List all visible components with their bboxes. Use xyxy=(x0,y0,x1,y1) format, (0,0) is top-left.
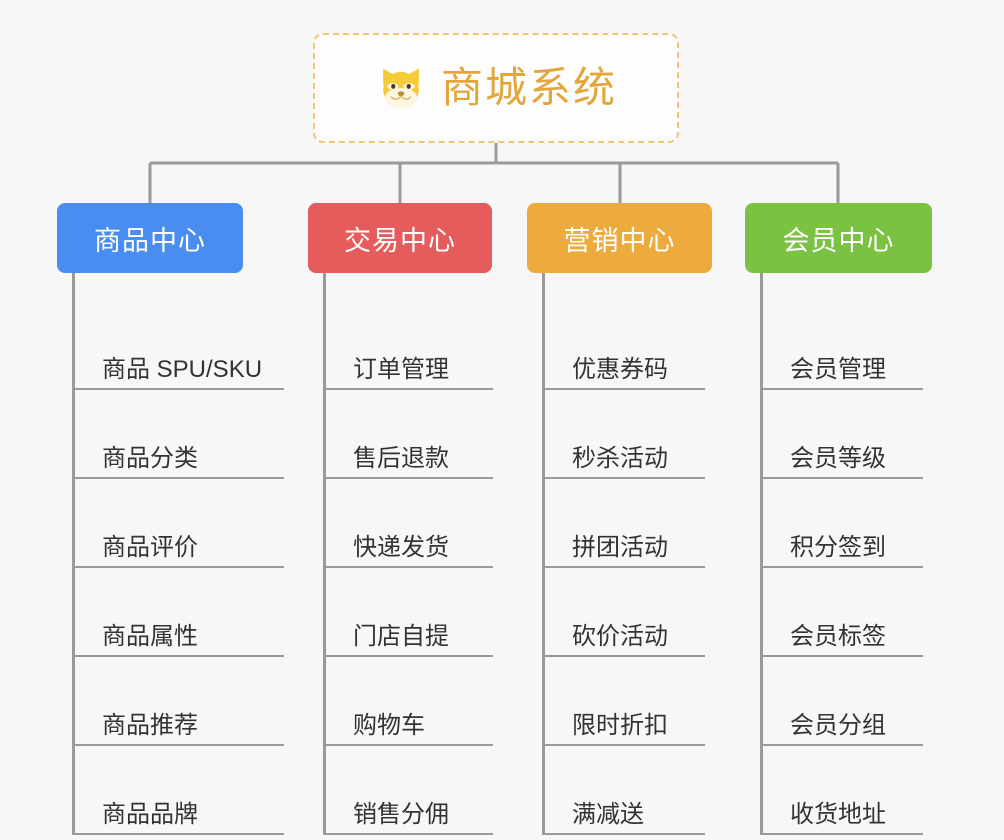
leaf-item[interactable]: 优惠券码 xyxy=(542,301,712,390)
leaf-item[interactable]: 商品属性 xyxy=(72,568,284,657)
branch-column-2: 交易中心订单管理售后退款快递发货门店自提购物车销售分佣 xyxy=(308,203,493,835)
leaf-item[interactable]: 限时折扣 xyxy=(542,657,712,746)
leaf-item[interactable]: 会员标签 xyxy=(760,568,932,657)
leaf-underline xyxy=(72,477,284,479)
branch-header-label: 交易中心 xyxy=(344,225,456,256)
leaf-underline xyxy=(542,744,705,746)
leaf-underline xyxy=(542,655,705,657)
leaf-item[interactable]: 满减送 xyxy=(542,746,712,835)
leaf-underline xyxy=(760,566,923,568)
leaf-item-label: 会员标签 xyxy=(790,623,886,650)
leaf-underline xyxy=(542,833,705,835)
leaf-item-label: 拼团活动 xyxy=(572,534,668,561)
leaf-item[interactable]: 商品评价 xyxy=(72,479,284,568)
leaf-item[interactable]: 购物车 xyxy=(323,657,493,746)
root-title: 商城系统 xyxy=(440,64,617,111)
branch-spine xyxy=(542,273,545,835)
leaf-item-label: 秒杀活动 xyxy=(572,445,668,472)
leaf-item[interactable]: 订单管理 xyxy=(323,301,493,390)
leaf-underline xyxy=(72,655,284,657)
leaf-underline xyxy=(760,833,923,835)
leaf-item[interactable]: 会员分组 xyxy=(760,657,932,746)
leaf-item[interactable]: 快递发货 xyxy=(323,479,493,568)
leaf-item-label: 门店自提 xyxy=(353,623,449,650)
branch-column-1: 商品中心商品 SPU/SKU 商品分类商品评价商品属性商品推荐商品品牌 xyxy=(57,203,284,835)
leaf-item-label: 商品属性 xyxy=(102,623,198,650)
leaf-item[interactable]: 秒杀活动 xyxy=(542,390,712,479)
leaf-underline xyxy=(542,566,705,568)
leaf-item-label: 会员等级 xyxy=(790,445,886,472)
leaf-underline xyxy=(323,566,493,568)
branch-header-label: 会员中心 xyxy=(782,225,895,256)
leaf-item[interactable]: 门店自提 xyxy=(323,568,493,657)
leaf-item-label: 砍价活动 xyxy=(572,623,668,650)
leaf-underline xyxy=(542,477,705,479)
leaf-item-label: 售后退款 xyxy=(353,445,449,472)
leaf-item-label: 商品品牌 xyxy=(102,801,198,828)
leaf-item-label: 优惠券码 xyxy=(572,356,668,383)
leaf-item[interactable]: 拼团活动 xyxy=(542,479,712,568)
branch-spine xyxy=(760,273,763,835)
leaf-underline xyxy=(72,566,284,568)
branch-spine xyxy=(72,273,75,835)
branch-spine xyxy=(323,273,326,835)
leaf-item-label: 销售分佣 xyxy=(353,801,449,828)
leaf-item-label: 快递发货 xyxy=(353,534,449,561)
leaf-item-label: 商品分类 xyxy=(102,445,198,472)
leaf-underline xyxy=(72,388,284,390)
leaf-item[interactable]: 会员等级 xyxy=(760,390,932,479)
branch-items-1: 商品 SPU/SKU 商品分类商品评价商品属性商品推荐商品品牌 xyxy=(57,273,284,835)
leaf-item[interactable]: 商品推荐 xyxy=(72,657,284,746)
branch-header-1[interactable]: 商品中心 xyxy=(57,203,243,273)
branch-header-label: 商品中心 xyxy=(94,225,206,256)
leaf-underline xyxy=(72,744,284,746)
leaf-item-label: 购物车 xyxy=(353,712,425,739)
leaf-item[interactable]: 积分签到 xyxy=(760,479,932,568)
leaf-underline xyxy=(760,388,923,390)
leaf-underline xyxy=(760,744,923,746)
leaf-item[interactable]: 商品 SPU/SKU xyxy=(72,301,284,390)
leaf-item-label: 限时折扣 xyxy=(572,712,668,739)
branch-column-3: 营销中心优惠券码秒杀活动拼团活动砍价活动限时折扣满减送 xyxy=(527,203,712,835)
leaf-item[interactable]: 销售分佣 xyxy=(323,746,493,835)
leaf-underline xyxy=(760,655,923,657)
leaf-item[interactable]: 商品品牌 xyxy=(72,746,284,835)
branch-column-4: 会员中心会员管理会员等级积分签到会员标签会员分组收货地址 xyxy=(745,203,932,835)
leaf-item-label: 商品评价 xyxy=(102,534,198,561)
branch-header-3[interactable]: 营销中心 xyxy=(527,203,712,273)
branch-items-4: 会员管理会员等级积分签到会员标签会员分组收货地址 xyxy=(745,273,932,835)
branch-header-label: 营销中心 xyxy=(563,225,676,256)
branch-header-2[interactable]: 交易中心 xyxy=(308,203,492,273)
leaf-item-label: 商品 SPU/SKU xyxy=(102,356,263,383)
leaf-item-label: 收货地址 xyxy=(790,801,886,828)
branch-header-4[interactable]: 会员中心 xyxy=(745,203,932,273)
leaf-item-label: 积分签到 xyxy=(790,534,886,561)
leaf-item[interactable]: 收货地址 xyxy=(760,746,932,835)
leaf-underline xyxy=(323,833,493,835)
leaf-item-label: 订单管理 xyxy=(353,356,449,383)
leaf-item-label: 会员分组 xyxy=(790,712,886,739)
leaf-item[interactable]: 会员管理 xyxy=(760,301,932,390)
leaf-underline xyxy=(323,655,493,657)
leaf-underline xyxy=(542,388,705,390)
leaf-underline xyxy=(323,388,493,390)
leaf-underline xyxy=(72,833,284,835)
leaf-item-label: 会员管理 xyxy=(790,356,886,383)
leaf-item[interactable]: 商品分类 xyxy=(72,390,284,479)
leaf-underline xyxy=(323,744,493,746)
root-node[interactable]: 商城系统 xyxy=(313,33,679,143)
leaf-item[interactable]: 砍价活动 xyxy=(542,568,712,657)
branch-items-3: 优惠券码秒杀活动拼团活动砍价活动限时折扣满减送 xyxy=(527,273,712,835)
leaf-underline xyxy=(323,477,493,479)
leaf-item-label: 满减送 xyxy=(572,801,644,828)
leaf-item-label: 商品推荐 xyxy=(102,712,198,739)
shiba-dog-face-icon xyxy=(375,62,427,114)
branch-items-2: 订单管理售后退款快递发货门店自提购物车销售分佣 xyxy=(308,273,493,835)
leaf-item[interactable]: 售后退款 xyxy=(323,390,493,479)
leaf-underline xyxy=(760,477,923,479)
